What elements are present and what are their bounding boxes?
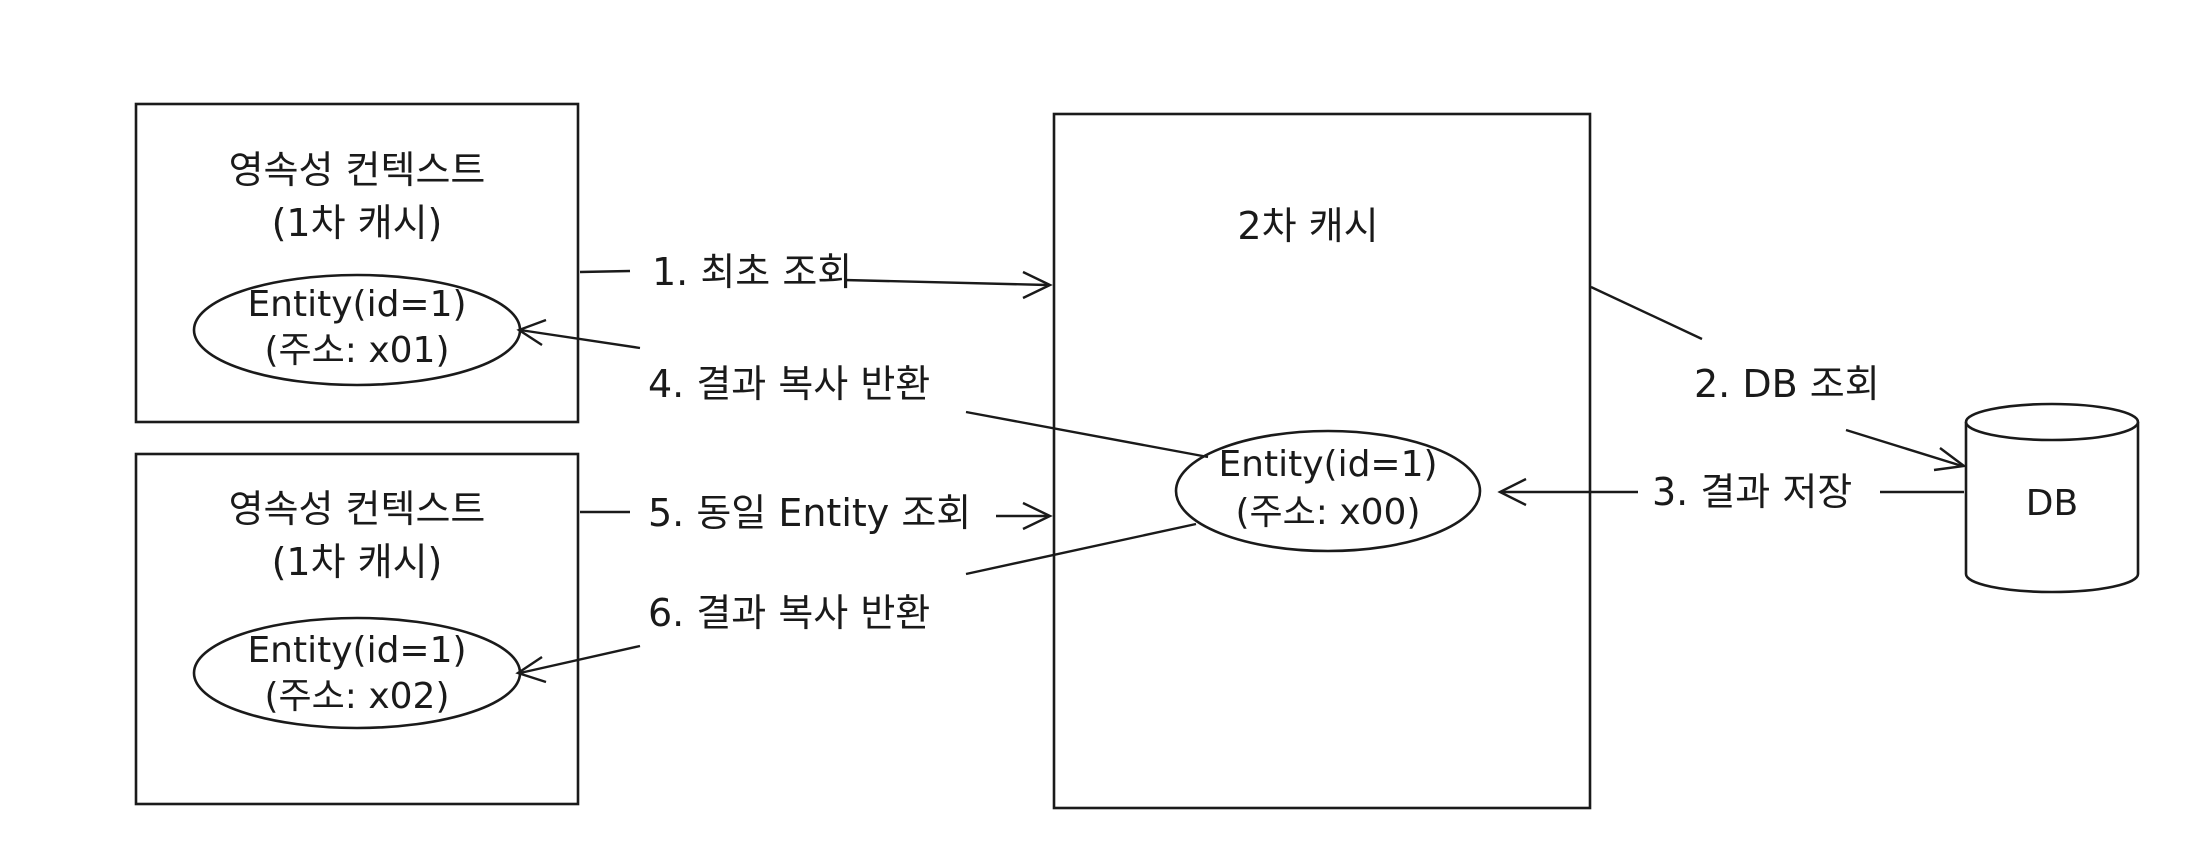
persistence-context-2: 영속성 컨텍스트 (1차 캐시) Entity(id=1) (주소: x02) [134,452,580,806]
entity-x00-ellipse [1174,429,1482,553]
step-4-label: 4. 결과 복사 반환 [648,362,930,406]
database-cylinder-top [1964,402,2140,442]
database-label: DB [2026,483,2078,524]
step-6-label: 6. 결과 복사 반환 [648,591,930,635]
entity-x01-address: (주소: x01) [264,330,449,371]
persistence-context-1: 영속성 컨텍스트 (1차 캐시) Entity(id=1) (주소: x01) [134,102,580,424]
entity-x00-address: (주소: x00) [1235,492,1420,533]
step-5-label: 5. 동일 Entity 조회 [648,491,971,535]
step-1-arrow: 1. 최초 조회 [579,250,1053,300]
second-level-cache-title: 2차 캐시 [1237,204,1378,248]
step-2-arrow: 2. DB 조회 [1590,285,1968,472]
step-5-arrow: 5. 동일 Entity 조회 [580,491,1053,535]
entity-x00-id: Entity(id=1) [1218,444,1437,485]
persistence-context-1-title: 영속성 컨텍스트 [229,148,486,192]
persistence-context-1-subtitle: (1차 캐시) [272,201,443,245]
second-level-cache: 2차 캐시 Entity(id=1) (주소: x00) [1052,112,1592,810]
step-3-label: 3. 결과 저장 [1652,470,1852,514]
database-cylinder: DB [1964,402,2140,594]
step-1-label: 1. 최초 조회 [652,250,852,294]
persistence-context-2-subtitle: (1차 캐시) [272,540,443,584]
persistence-context-2-title: 영속성 컨텍스트 [229,487,486,531]
step-3-arrow: 3. 결과 저장 [1497,470,1964,514]
step-6-arrow: 6. 결과 복사 반환 [515,522,1197,684]
database-cylinder-body [1964,422,2140,594]
entity-x02-address: (주소: x02) [264,676,449,717]
entity-x02-id: Entity(id=1) [247,630,466,671]
step-2-label: 2. DB 조회 [1694,362,1880,406]
entity-x01-id: Entity(id=1) [247,284,466,325]
step-4-arrow: 4. 결과 복사 반환 [516,318,1209,459]
